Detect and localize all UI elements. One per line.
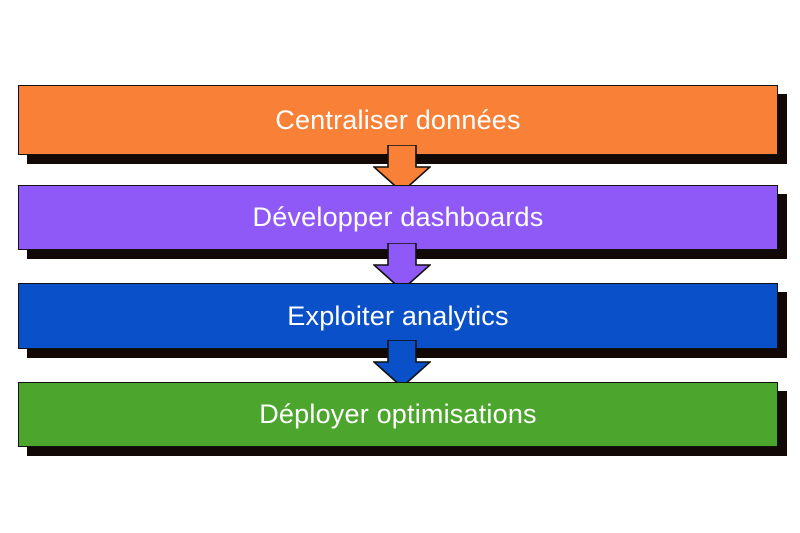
flow-arrow-icon-1 <box>373 145 431 193</box>
process-stage-label: Développer dashboards <box>252 202 544 232</box>
process-stage-exploiter-analytics[interactable]: Exploiter analytics <box>18 283 778 349</box>
flow-arrow-icon-3 <box>373 340 431 388</box>
flow-arrow-icon-2 <box>373 243 431 291</box>
process-stage-deployer-optimisations[interactable]: Déployer optimisations <box>18 382 778 447</box>
process-stage-label: Déployer optimisations <box>259 399 537 429</box>
process-stage-label: Exploiter analytics <box>287 300 509 331</box>
process-stage-label: Centraliser données <box>275 104 521 135</box>
process-stage-developper-dashboards[interactable]: Développer dashboards <box>18 185 778 250</box>
process-stage-centraliser-donnees[interactable]: Centraliser données <box>18 85 778 155</box>
